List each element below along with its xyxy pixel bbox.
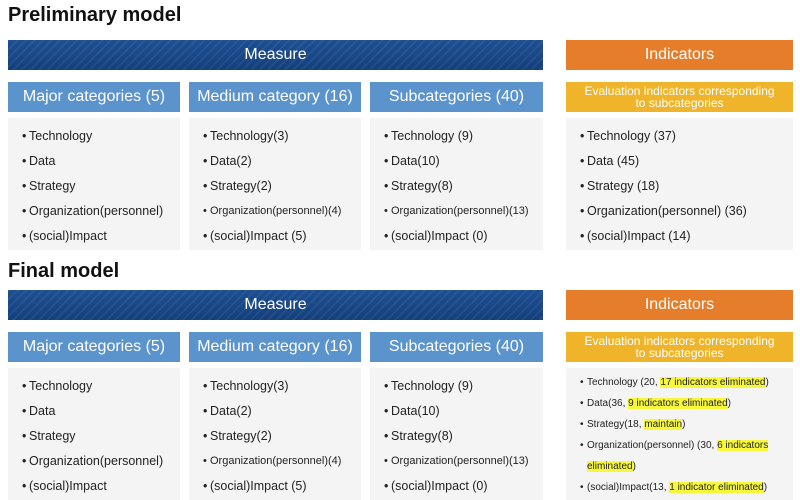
list-item: •(social)Impact [22,229,107,243]
fin-eval-head-line2: to subcategories [635,346,724,360]
list-item: •(social)Impact (14) [580,229,691,243]
list-item: •(social)Impact (0) [384,229,488,243]
pre-major-list: •Technology •Data •Strategy •Organizatio… [8,118,180,250]
list-item: •Technology (37) [580,129,676,143]
fin-major-head: Major categories (5) [8,332,180,362]
list-item: •Technology [22,129,93,143]
list-item: •Technology(3) [203,129,289,143]
highlight: eliminated [587,461,633,472]
list-item: •(social)Impact (0) [384,479,488,493]
pre-sub-list: •Technology (9) •Data(10) •Strategy(8) •… [370,118,543,250]
list-item: •Organization(personnel)(13) [384,205,529,217]
highlight: maintain [644,419,683,430]
list-item: •Data(2) [203,154,252,168]
final-model-title: Final model [8,260,120,282]
list-item: •Technology [22,379,93,393]
fin-measure-header: Measure [8,290,543,320]
list-item: •(social)Impact (5) [203,229,307,243]
fin-eval-head-line1: Evaluation indicators corresponding [584,334,775,348]
list-item: •Organization(personnel) [22,204,164,218]
list-item: •Strategy [22,179,76,193]
list-item: •Organization(personnel) [22,454,164,468]
list-item: •Strategy (18) [580,179,660,193]
list-item: •Data(10) [384,404,440,418]
list-item: •Strategy(18, maintain) [580,419,686,430]
list-item: •(social)Impact [22,479,107,493]
list-item: •Organization(personnel) (30, 6 indicato… [580,440,769,451]
list-item: •Technology (20, 17 indicators eliminate… [580,377,769,388]
list-item: •Data (45) [580,154,640,168]
list-item: •Data(36, 9 indicators eliminated) [580,398,731,409]
list-item: •Strategy(8) [384,179,453,193]
list-item: •(social)Impact(13, 1 indicator eliminat… [580,482,768,493]
highlight: 1 indicator eliminated [669,482,764,493]
list-item: •Strategy [22,429,76,443]
list-item-continued: eliminated) [587,461,636,472]
preliminary-model-title: Preliminary model [8,4,182,26]
highlight: 9 indicators eliminated [628,398,728,409]
list-item: •Strategy(8) [384,429,453,443]
list-item: •Organization(personnel) (36) [580,204,747,218]
pre-major-head: Major categories (5) [8,82,180,112]
list-item: •Technology(3) [203,379,289,393]
fin-medium-list: •Technology(3) •Data(2) •Strategy(2) •Or… [189,368,361,500]
fin-indicators-header: Indicators [566,290,793,320]
pre-medium-head: Medium category (16) [189,82,361,112]
list-item: •Data(10) [384,154,440,168]
pre-eval-head: Evaluation indicators corresponding to s… [566,82,793,112]
pre-eval-head-line1: Evaluation indicators corresponding [584,84,775,98]
pre-eval-head-line2: to subcategories [635,96,724,110]
list-item: •Organization(personnel)(4) [203,455,342,467]
pre-sub-head: Subcategories (40) [370,82,543,112]
fin-sub-list: •Technology (9) •Data(10) •Strategy(8) •… [370,368,543,500]
list-item: •Data(2) [203,404,252,418]
fin-major-list: •Technology •Data •Strategy •Organizatio… [8,368,180,500]
list-item: •Organization(personnel)(4) [203,205,342,217]
fin-sub-head: Subcategories (40) [370,332,543,362]
highlight: 6 indicators [717,440,769,451]
list-item: •Strategy(2) [203,179,272,193]
pre-indicators-header: Indicators [566,40,793,70]
list-item: •Organization(personnel)(13) [384,455,529,467]
fin-eval-list: •Technology (20, 17 indicators eliminate… [566,368,793,500]
list-item: •(social)Impact (5) [203,479,307,493]
list-item: •Technology (9) [384,379,473,393]
list-item: •Strategy(2) [203,429,272,443]
pre-medium-list: •Technology(3) •Data(2) •Strategy(2) •Or… [189,118,361,250]
pre-eval-list: •Technology (37) •Data (45) •Strategy (1… [566,118,793,250]
highlight: 17 indicators eliminated [660,377,766,388]
fin-eval-head: Evaluation indicators corresponding to s… [566,332,793,362]
pre-measure-header: Measure [8,40,543,70]
list-item: •Data [22,404,56,418]
fin-medium-head: Medium category (16) [189,332,361,362]
list-item: •Data [22,154,56,168]
list-item: •Technology (9) [384,129,473,143]
